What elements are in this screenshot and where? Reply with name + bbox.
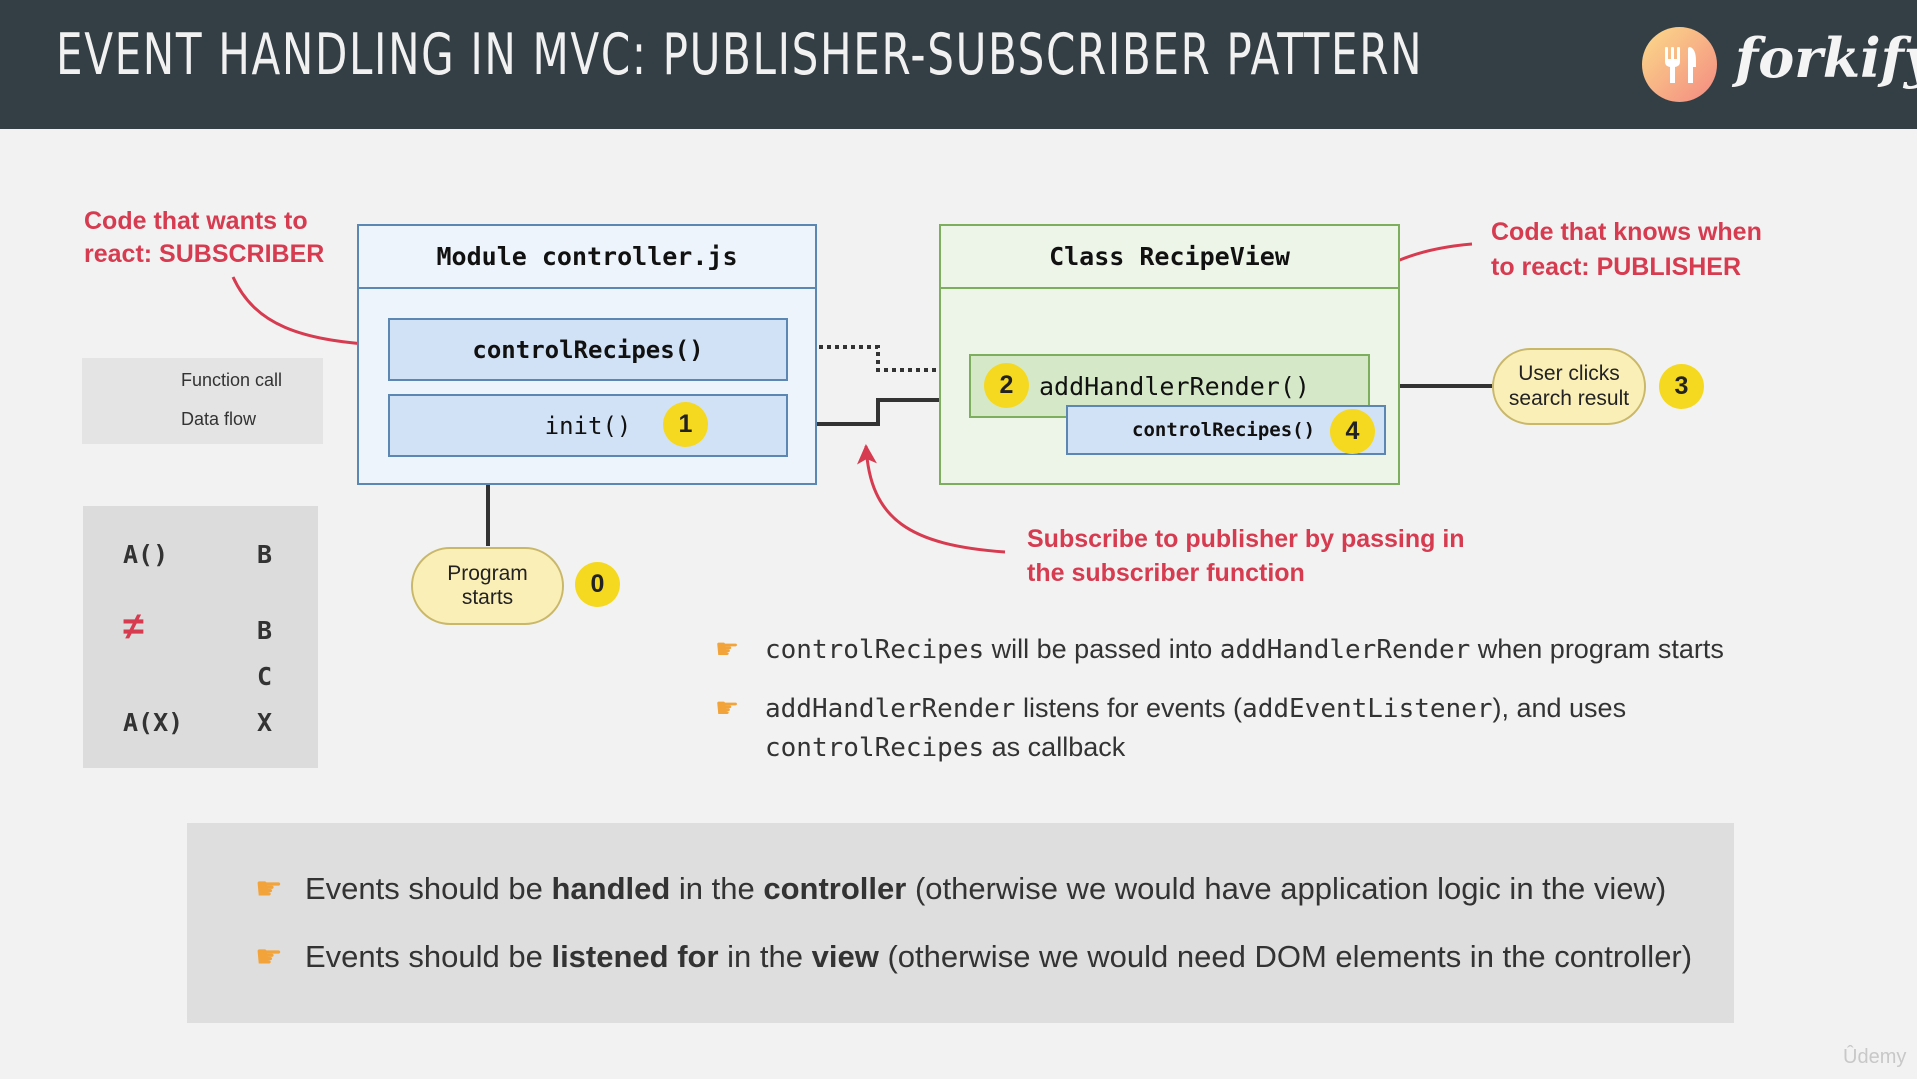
user-clicks-line1: User clicks [1518, 362, 1620, 386]
takeaway2-text-c: (otherwise we would need DOM elements in… [878, 939, 1693, 974]
takeaway2-bold-b: view [811, 939, 879, 974]
mini-b-label: B [257, 540, 273, 569]
program-starts-pill: Program starts [411, 547, 564, 625]
page-title: EVENT HANDLING IN MVC: PUBLISHER-SUBSCRI… [56, 22, 1424, 88]
mini-ax-label: A(X) [123, 708, 184, 737]
callback-control-recipes-fn: controlRecipes() [1066, 405, 1386, 455]
publisher-note-line2: to react: PUBLISHER [1491, 253, 1742, 281]
takeaway2-text-b: in the [718, 939, 812, 974]
mini-b2-label: B [257, 616, 273, 645]
step-badge-3: 3 [1659, 364, 1704, 409]
logo-badge [1642, 27, 1717, 102]
pointing-hand-icon: ☛ [255, 871, 283, 906]
mini-a-label: A() [123, 540, 169, 569]
fork-knife-icon [1665, 47, 1696, 83]
bullet2-code1: addHandlerRender [765, 694, 1016, 724]
module-controller-title: Module controller.js [359, 226, 815, 289]
explanation-bullet-2-cont: controlRecipes as callback [765, 732, 1125, 763]
pointing-hand-icon: ☛ [255, 939, 283, 974]
takeaway2-text-a: Events should be [305, 939, 552, 974]
step-badge-4: 4 [1330, 409, 1375, 454]
program-starts-line2: starts [461, 586, 514, 609]
recipe-view-title: Class RecipeView [941, 226, 1398, 289]
udemy-watermark: Ûdemy [1843, 1046, 1907, 1068]
legend-function-call-label: Function call [181, 370, 283, 390]
legend: Function call Data flow [82, 358, 323, 444]
bullet2-text1: listens for events ( [1015, 693, 1243, 723]
not-equal-sign: ≠ [123, 606, 144, 648]
subscriber-note: Code that wants to react: SUBSCRIBER [84, 205, 324, 271]
mini-c-label: C [257, 662, 273, 691]
takeaway2-bold-a: listened for [551, 939, 719, 974]
dependency-diagram-panel: A() B ≠ B C A(X) X [83, 506, 318, 768]
program-starts-line1: Program [447, 561, 528, 585]
step-badge-1: 1 [663, 402, 708, 447]
subscriber-pointer-arrow [231, 276, 380, 354]
init-fn: init() [388, 394, 788, 457]
takeaway1-text-b: in the [670, 871, 764, 906]
step-badge-2: 2 [984, 363, 1029, 408]
subscribe-note-line1: Subscribe to publisher by passing in [1027, 525, 1465, 553]
bullet1-code1: controlRecipes [765, 635, 985, 665]
bullet1-code2: addHandlerRender [1219, 635, 1471, 665]
subscribe-note: Subscribe to publisher by passing in the… [1027, 522, 1465, 590]
publisher-note-line1: Code that knows when [1491, 218, 1762, 246]
control-recipes-label: controlRecipes() [472, 335, 704, 364]
takeaways-panel: ☛ Events should be handled in the contro… [187, 823, 1734, 1023]
pointing-hand-icon: ☛ [715, 634, 740, 664]
bullet1-text1: will be passed into [984, 634, 1220, 664]
subscribe-pointer-arrow [856, 444, 1006, 554]
subscriber-note-line1: Code that wants to [84, 207, 308, 235]
mini-x-label: X [257, 708, 273, 737]
add-handler-render-label: addHandlerRender() [1039, 371, 1310, 401]
function-call-arrow [787, 389, 969, 426]
logo-wordmark: forkify [1735, 26, 1917, 90]
init-label: init() [544, 411, 632, 440]
module-controller-box: Module controller.js controlRecipes() in… [357, 224, 817, 485]
bullet1-text2: when program starts [1470, 634, 1724, 664]
subscribe-note-line2: the subscriber function [1027, 559, 1305, 587]
takeaway1-bold-a: handled [551, 871, 671, 906]
takeaway1-text-a: Events should be [305, 871, 552, 906]
bullet2-code2: addEventListener [1242, 694, 1493, 724]
takeaway1-text-c: (otherwise we would have application log… [906, 871, 1667, 906]
user-clicks-pill: User clicks search result [1492, 348, 1646, 425]
legend-data-flow-label: Data flow [181, 409, 257, 429]
user-clicks-line2: search result [1508, 386, 1630, 410]
bullet2-text2: ), and uses [1492, 693, 1627, 723]
pointing-hand-icon: ☛ [715, 693, 740, 723]
publisher-note: Code that knows when to react: PUBLISHER [1491, 215, 1762, 285]
bullet3-code1: controlRecipes [765, 733, 985, 763]
control-recipes-fn: controlRecipes() [388, 318, 788, 381]
step-badge-0: 0 [575, 562, 620, 607]
subscriber-note-line2: react: SUBSCRIBER [84, 240, 325, 268]
callback-control-recipes-label: controlRecipes() [1132, 419, 1316, 441]
bullet3-text1: as callback [984, 732, 1126, 762]
header-bar: EVENT HANDLING IN MVC: PUBLISHER-SUBSCRI… [0, 0, 1917, 129]
takeaway1-bold-b: controller [763, 871, 907, 906]
